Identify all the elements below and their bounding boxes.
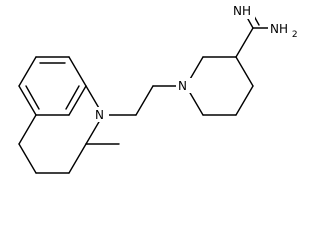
pyridine-n-label: N	[178, 79, 187, 93]
bond-benzene-5-inner	[25, 85, 40, 110]
molecule-structure: NH NH 2 N N	[18, 3, 302, 174]
bond-amidine-c	[235, 27, 254, 58]
bond-benzene-5	[18, 85, 37, 116]
imine-nh-label: NH	[233, 4, 251, 18]
imine-label-background	[231, 3, 255, 19]
bond-benzene-3-inner	[65, 85, 80, 110]
bond-ring-ar-ar	[18, 114, 37, 145]
bond-pyridine-1	[135, 85, 154, 116]
bond-pyridine-6	[235, 85, 254, 116]
pyridine-n-label-background	[176, 78, 192, 93]
amine-n-label-background	[93, 107, 109, 122]
bond-ring-c4-ar	[18, 143, 37, 174]
amine-nh2-label-subscript: 2	[292, 30, 298, 40]
amine-nh2-label: NH 2	[270, 22, 298, 40]
amine-nh2-label-main: NH	[270, 22, 288, 36]
bond-benzene-2	[68, 56, 87, 87]
bond-benzene-6	[18, 56, 37, 87]
bond-pyridine-5	[235, 56, 254, 87]
bond-ring-c2-c3	[68, 143, 87, 174]
amine-n-label: N	[95, 108, 104, 122]
bonds	[18, 8, 277, 174]
bond-benzene-3	[68, 85, 87, 116]
amine-nh2-label-background	[268, 20, 302, 37]
